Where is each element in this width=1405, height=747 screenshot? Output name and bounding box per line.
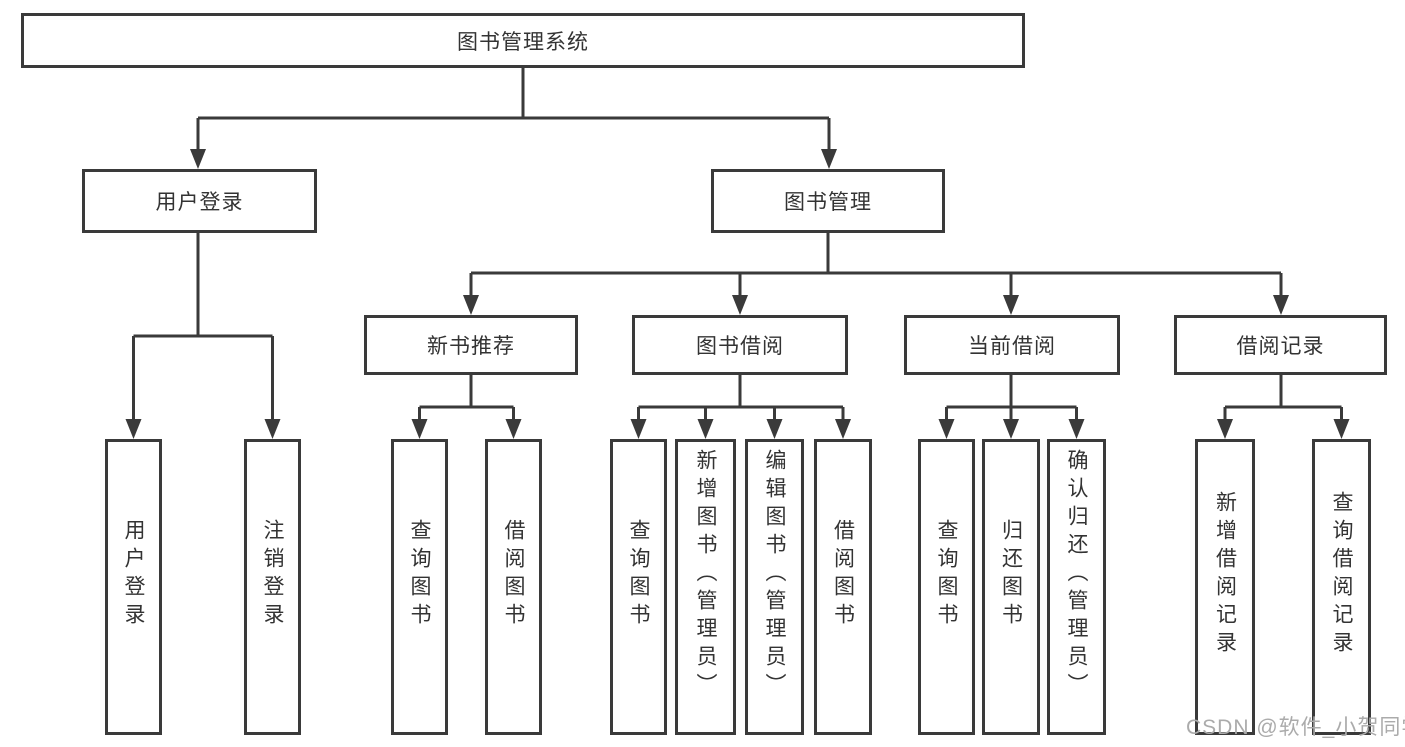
node-root-system-label: 图书管理系统 xyxy=(457,30,589,54)
node-current-borrowing: 当前借阅 xyxy=(904,315,1120,375)
leaf-user-login: 用户登录 xyxy=(105,439,162,735)
leaf-current-confirm-return-admin: 确认归还（管理员） xyxy=(1047,439,1106,735)
leaf-borrowing-add-books-admin: 新增图书（管理员） xyxy=(675,439,736,735)
leaf-borrowing-borrow-books-label: 借阅图书 xyxy=(831,519,855,631)
leaf-user-login-label: 用户登录 xyxy=(122,519,145,631)
leaf-current-return-books-label: 归还图书 xyxy=(999,519,1023,631)
leaf-current-query-books: 查询图书 xyxy=(918,439,975,735)
node-book-borrowing: 图书借阅 xyxy=(632,315,848,375)
node-new-book-recommend: 新书推荐 xyxy=(364,315,578,375)
leaf-borrowing-edit-books-admin: 编辑图书（管理员） xyxy=(745,439,804,735)
leaf-current-return-books: 归还图书 xyxy=(982,439,1040,735)
node-borrowing-records-label: 借阅记录 xyxy=(1236,335,1325,358)
csdn-watermark: CSDN @软件_小贺同学 xyxy=(1186,716,1405,739)
leaf-current-confirm-return-admin-label: 确认归还（管理员） xyxy=(1065,449,1088,701)
node-user-login-label: 用户登录 xyxy=(155,191,244,214)
leaf-logout-label: 注销登录 xyxy=(261,519,284,631)
leaf-recommend-borrow-books: 借阅图书 xyxy=(485,439,542,735)
leaf-logout: 注销登录 xyxy=(244,439,301,735)
node-borrowing-records: 借阅记录 xyxy=(1174,315,1387,375)
node-root-system: 图书管理系统 xyxy=(21,13,1025,68)
leaf-borrowing-borrow-books: 借阅图书 xyxy=(814,439,872,735)
leaf-records-query-record-label: 查询借阅记录 xyxy=(1330,491,1353,659)
leaf-borrowing-edit-books-admin-label: 编辑图书（管理员） xyxy=(763,449,786,701)
leaf-records-add-record: 新增借阅记录 xyxy=(1195,439,1255,735)
node-book-borrowing-label: 图书借阅 xyxy=(696,335,784,358)
node-book-management-label: 图书管理 xyxy=(784,191,872,214)
leaf-records-add-record-label: 新增借阅记录 xyxy=(1213,491,1237,659)
leaf-borrowing-query-books-label: 查询图书 xyxy=(627,519,650,631)
node-book-management: 图书管理 xyxy=(711,169,945,233)
node-new-book-recommend-label: 新书推荐 xyxy=(427,335,515,358)
leaf-recommend-query-books: 查询图书 xyxy=(391,439,448,735)
node-user-login: 用户登录 xyxy=(82,169,317,233)
leaf-borrowing-add-books-admin-label: 新增图书（管理员） xyxy=(694,449,717,701)
leaf-current-query-books-label: 查询图书 xyxy=(935,519,958,631)
leaf-records-query-record: 查询借阅记录 xyxy=(1312,439,1371,735)
leaf-recommend-query-books-label: 查询图书 xyxy=(408,519,431,631)
node-current-borrowing-label: 当前借阅 xyxy=(968,335,1056,358)
leaf-borrowing-query-books: 查询图书 xyxy=(610,439,667,735)
leaf-recommend-borrow-books-label: 借阅图书 xyxy=(502,519,525,631)
